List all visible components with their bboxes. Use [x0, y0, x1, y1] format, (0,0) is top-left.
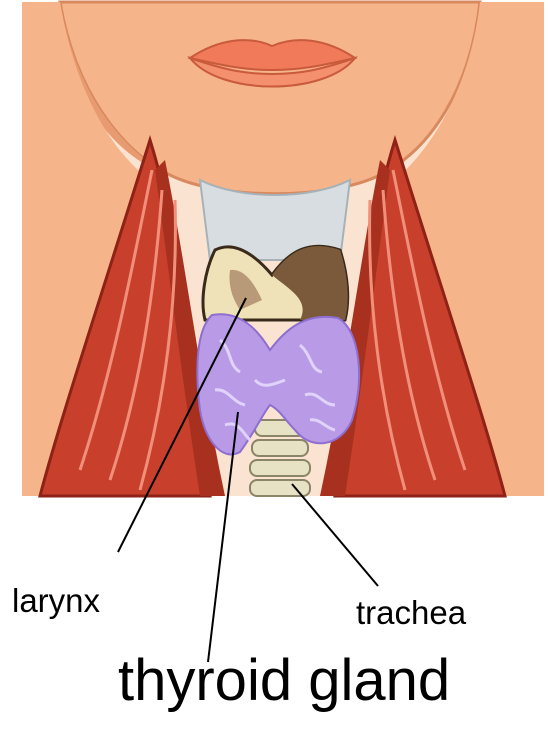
larynx-label: larynx — [12, 584, 100, 617]
trachea-label: trachea — [356, 596, 466, 629]
thyroid-gland-label: thyroid gland — [118, 652, 450, 710]
trachea-leader-line — [292, 484, 378, 586]
